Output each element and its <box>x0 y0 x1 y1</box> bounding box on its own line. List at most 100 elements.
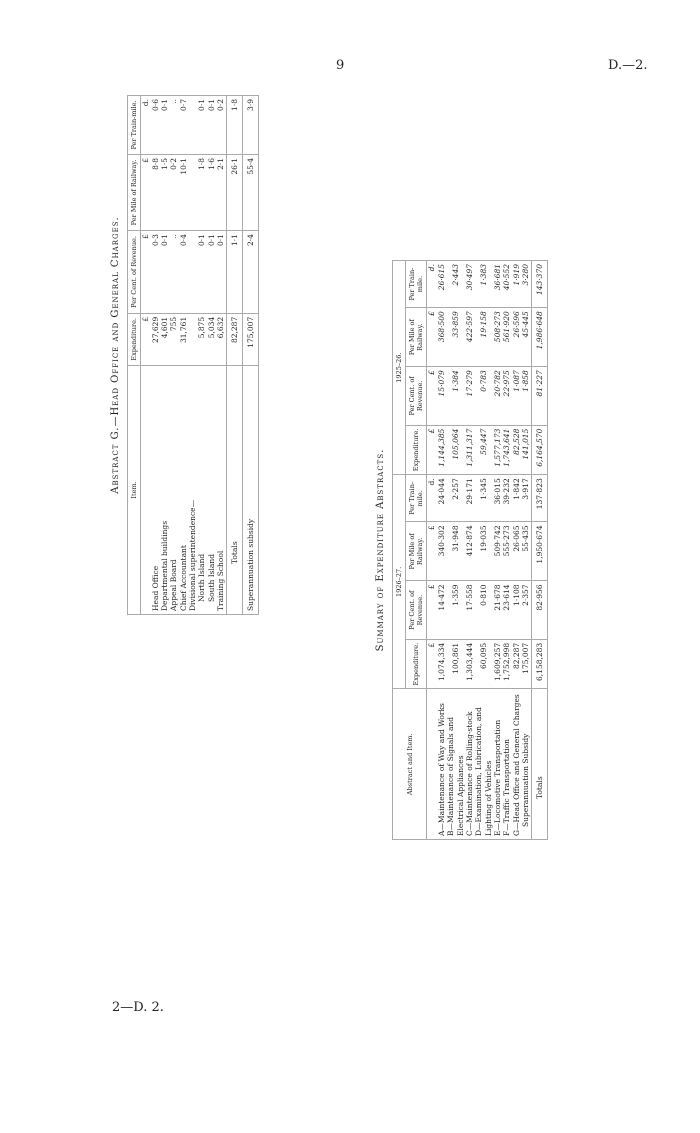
total-cell: 1,986·648 <box>531 307 548 367</box>
value-cell: 31,761 <box>178 313 188 366</box>
value-cell: 40·552 <box>502 260 512 308</box>
abstract-g-table: Item. Expenditure. Per Cent. of Revenue.… <box>127 95 260 615</box>
item-label: North Island <box>197 365 207 615</box>
value-cell: 1·087 <box>511 366 522 426</box>
value-cell: 1·384 <box>446 366 465 426</box>
value-cell: 14·472 <box>436 580 447 640</box>
value-cell: 55·4 <box>242 154 259 231</box>
unit-row-label <box>140 365 151 615</box>
value-cell <box>188 230 198 314</box>
col-per-mile: Per Mile of Railway. <box>405 307 427 367</box>
value-cell: 33·859 <box>446 307 465 367</box>
unit-cell: £ <box>426 580 437 640</box>
total-cell: 1,950·674 <box>531 521 548 581</box>
table-row: Divisional superintendence— <box>188 95 198 615</box>
value-cell: 10·1 <box>178 154 188 231</box>
page-number: 9 <box>336 58 345 73</box>
col-per-cent: Per Cent. of Revenue. <box>405 366 427 426</box>
value-cell: 31·948 <box>446 521 465 581</box>
value-cell: 29·171 <box>464 474 475 522</box>
value-cell: 561·920 <box>502 307 512 367</box>
col-per-cent: Per Cent. of Revenue. <box>127 230 141 314</box>
value-cell: .. <box>169 230 179 314</box>
value-cell: 1·919 <box>511 260 522 308</box>
item-label: E—Locomotive Transportation <box>493 688 503 840</box>
value-cell: 17·279 <box>464 366 475 426</box>
value-cell: 55·435 <box>521 521 531 581</box>
value-cell: 82,287 <box>511 639 522 689</box>
total-cell: 143·370 <box>531 260 548 308</box>
unit-cell: d. <box>140 95 151 155</box>
value-cell: 2·1 <box>216 154 226 231</box>
value-cell <box>188 313 198 366</box>
value-cell: 19·158 <box>474 307 493 367</box>
value-cell: 340·302 <box>436 521 447 581</box>
value-cell: 0·810 <box>474 580 493 640</box>
col-per-mile: Per Mile of Railway. <box>127 154 141 231</box>
unit-cell: d. <box>426 474 437 522</box>
value-cell: .. <box>169 95 179 155</box>
value-cell: 0·4 <box>178 230 188 314</box>
table-row: D—Examination, Lubrication, and Lighting… <box>474 260 493 840</box>
value-cell: 8·8 <box>150 154 160 231</box>
value-cell: 422·597 <box>464 307 475 367</box>
value-cell: 2·4 <box>242 230 259 314</box>
col-per-mile: Per Mile of Railway. <box>405 521 427 581</box>
year-1926-27: 1926–27. <box>392 474 406 689</box>
value-cell: 0·2 <box>169 154 179 231</box>
total-cell: 82·956 <box>531 580 548 640</box>
total-cell: 137·823 <box>531 474 548 522</box>
value-cell: 23·614 <box>502 580 512 640</box>
value-cell: 2·257 <box>446 474 465 522</box>
value-cell: 175,007 <box>521 639 531 689</box>
value-cell: 1,752,998 <box>502 639 512 689</box>
value-cell: 1·8 <box>226 95 243 155</box>
col-expenditure: Expenditure. <box>405 639 427 689</box>
value-cell: 17·558 <box>464 580 475 640</box>
value-cell: 36·015 <box>493 474 503 522</box>
value-cell: 1,311,317 <box>464 425 475 475</box>
total-cell: 6,164,570 <box>531 425 548 475</box>
value-cell <box>188 95 198 155</box>
value-cell: 24·044 <box>436 474 447 522</box>
value-cell: 3·917 <box>521 474 531 522</box>
value-cell: 555·273 <box>502 521 512 581</box>
value-cell: 1·6 <box>206 154 217 231</box>
item-label: D—Examination, Lubrication, and Lighting… <box>474 688 493 840</box>
item-label: B—Maintenance of Signals and Electrical … <box>446 688 465 840</box>
value-cell: 26·065 <box>511 521 522 581</box>
total-cell: 6,158,283 <box>531 639 548 689</box>
value-cell: 26·615 <box>436 260 447 308</box>
table-row: £££d. <box>140 95 151 615</box>
summary-table: Abstract and Item. 1926–27. 1925–26. Exp… <box>392 260 548 840</box>
total-cell: 81·227 <box>531 366 548 426</box>
value-cell: 20·782 <box>493 366 503 426</box>
value-cell: 2·357 <box>521 580 531 640</box>
abstract-g-section: Abstract G.—Head Office and General Char… <box>110 95 310 615</box>
unit-cell: £ <box>426 521 437 581</box>
document-code: D.—2. <box>608 58 648 73</box>
value-cell: 1,144,385 <box>436 425 447 475</box>
item-label: A—Maintenance of Way and Works <box>436 688 447 840</box>
value-cell: 0·3 <box>150 230 160 314</box>
value-cell: 0·1 <box>216 230 226 314</box>
value-cell: 26·596 <box>511 307 522 367</box>
value-cell: 1·842 <box>511 474 522 522</box>
value-cell: 1·1 <box>226 230 243 314</box>
col-per-train-mile: Per Train-mile. <box>405 260 427 308</box>
value-cell: 1,743,641 <box>502 425 512 475</box>
col-abstract-item: Abstract and Item. <box>392 688 427 840</box>
value-cell: 45·445 <box>521 307 531 367</box>
value-cell: 19·035 <box>474 521 493 581</box>
